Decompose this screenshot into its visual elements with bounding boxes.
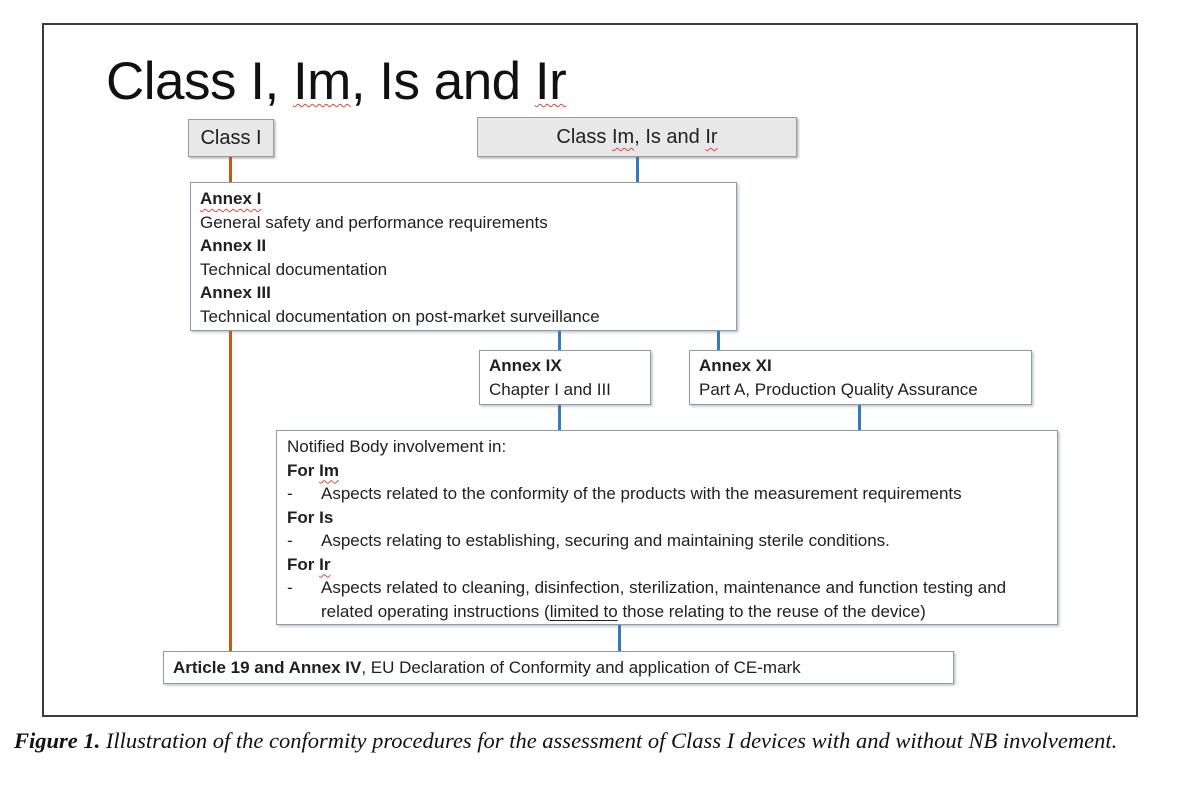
annex-ix-box: Annex IX Chapter I and III [479,350,651,405]
for-is-bullet-text: Aspects relating to establishing, securi… [321,531,890,550]
title-part-misspelled: Ir [534,52,567,111]
figure-caption: Figure 1. Illustration of the conformity… [14,726,1164,755]
connector-class-i-to-article [229,157,232,652]
diagram-title: Class I, Im, Is and Ir [106,51,567,112]
annex-i-description: General safety and performance requireme… [200,212,548,232]
bullet-part-underlined: limited to [549,601,618,621]
bullet-dash: - [287,578,293,597]
annex-ii-heading: Annex II [200,236,267,255]
annex-i-heading: Annex I [200,187,727,211]
title-part: , Is and [350,52,535,111]
class-im-label: Class Im, Is and Ir [556,126,717,148]
label-part-misspelled: Ir [705,126,718,148]
article-19-box: Article 19 and Annex IV, EU Declaration … [163,651,954,684]
for-is-heading: For Is [287,506,1047,530]
for-ir-bullet-text: Aspects related to cleaning, disinfectio… [321,576,1047,623]
connector-notified-body-to-article [618,625,621,652]
title-part: Class I, [106,52,293,111]
title-part-misspelled: Im [292,52,351,111]
annex-ix-heading: Annex IX [489,356,562,375]
annex-i-ii-iii-box: Annex I General safety and performance r… [190,182,737,331]
label-part: Class [556,126,612,148]
class-i-label: Class I [200,127,262,149]
heading-part: For [287,460,320,480]
heading-part: For Is [287,507,334,527]
for-im-bullet-text: Aspects related to the conformity of the… [321,484,962,503]
bullet-dash: - [287,484,293,503]
connector-annex-box-to-annex-ix [558,331,561,351]
article-19-text: Article 19 and Annex IV, EU Declaration … [173,656,801,680]
for-ir-bullet: - Aspects related to cleaning, disinfect… [287,576,1047,623]
annex-xi-heading: Annex XI [699,356,772,375]
for-im-bullet: - Aspects related to the conformity of t… [287,482,1047,506]
heading-part-misspelled: Im [319,460,339,480]
notified-body-box: Notified Body involvement in: For Im - A… [276,430,1058,625]
heading-part: For [287,554,320,574]
figure-caption-text: Illustration of the conformity procedure… [100,728,1118,753]
for-im-heading: For Im [287,459,1047,483]
annex-iii-description: Technical documentation on post-market s… [200,306,600,326]
annex-iii-heading: Annex III [200,283,271,302]
article-19-rest: , EU Declaration of Conformity and appli… [361,657,801,677]
label-part: , Is and [634,126,706,148]
for-is-bullet: - Aspects relating to establishing, secu… [287,529,1047,553]
connector-annex-xi-to-notified-body [858,405,861,431]
heading-part-misspelled: Ir [319,554,331,574]
figure-caption-label: Figure 1. [14,728,101,753]
class-im-is-ir-box: Class Im, Is and Ir [477,117,797,157]
annex-xi-box: Annex XI Part A, Production Quality Assu… [689,350,1032,405]
annex-ix-description: Chapter I and III [489,379,611,399]
annex-xi-description: Part A, Production Quality Assurance [699,379,978,399]
connector-class-im-to-annex-box [636,157,639,183]
annex-ii-description: Technical documentation [200,259,388,279]
bullet-part: Aspects related to cleaning, disinfectio… [321,578,1007,621]
article-19-bold: Article 19 and Annex IV [173,657,362,677]
connector-annex-box-to-annex-xi [717,331,720,351]
label-part-misspelled: Im [611,126,635,148]
bullet-part: those relating to the reuse of the devic… [617,601,926,621]
for-ir-heading: For Ir [287,553,1047,577]
annex-i-heading-text: Annex I [200,189,262,208]
slide-border: Class I, Im, Is and Ir Class I Class Im,… [42,23,1138,717]
bullet-dash: - [287,531,293,550]
notified-body-intro: Notified Body involvement in: [287,437,507,456]
connector-annex-ix-to-notified-body [558,405,561,431]
class-i-box: Class I [188,119,274,157]
